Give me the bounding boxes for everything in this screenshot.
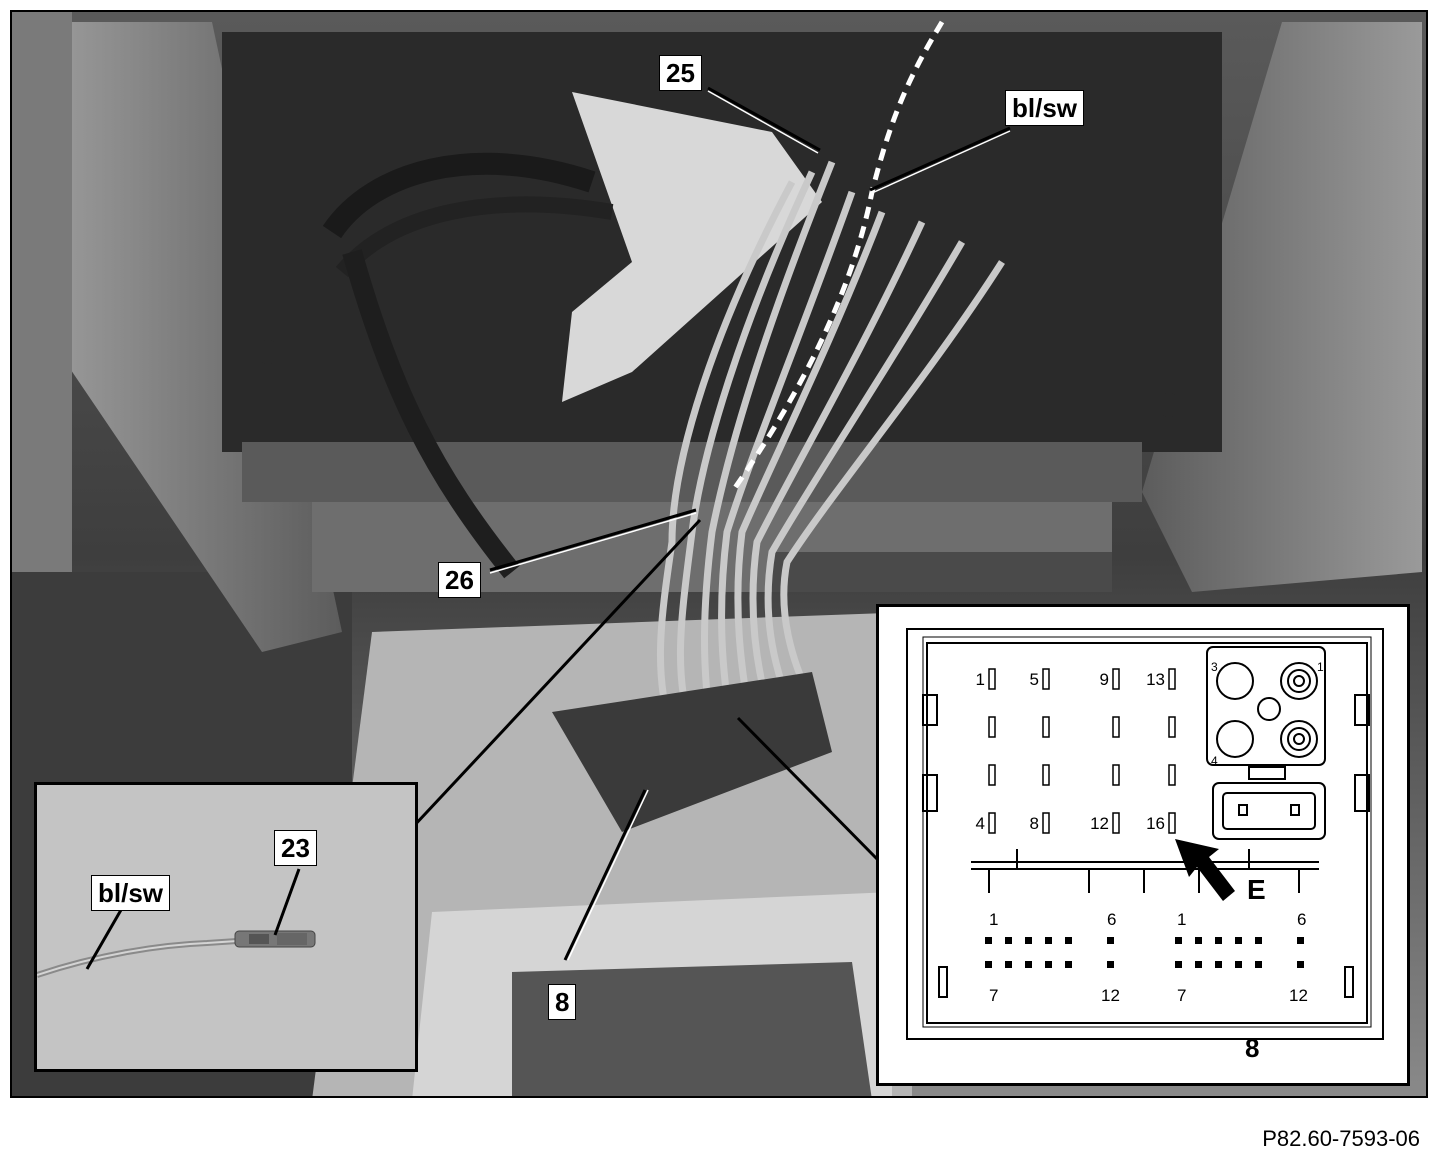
pin-label-4: 4 [976, 814, 985, 833]
label-8-connector: 8 [1245, 1033, 1260, 1063]
arrow-e-icon [1175, 839, 1235, 901]
pin-label-8: 8 [1030, 814, 1039, 833]
pin-label-9: 9 [1100, 670, 1109, 689]
block-left-bl: 7 [989, 986, 998, 1005]
block-right-tr: 6 [1297, 910, 1306, 929]
coax-label-3: 3 [1211, 660, 1218, 674]
block-right-br: 12 [1289, 986, 1308, 1005]
pin-label-5: 5 [1030, 670, 1039, 689]
label-8-main: 8 [548, 984, 577, 1020]
pin-slots [988, 668, 1176, 834]
coax-label-1: 1 [1317, 660, 1324, 674]
block-right-bl: 7 [1177, 986, 1186, 1005]
pin-label-16: 16 [1146, 814, 1165, 833]
label-E: E [1247, 874, 1266, 905]
pin-label-13: 13 [1146, 670, 1165, 689]
wire-23-illustration [37, 868, 316, 978]
pin-dots [985, 937, 1304, 968]
block-right-tl: 1 [1177, 910, 1186, 929]
connector-8-diagram: 1 5 9 13 4 8 12 16 1 6 7 12 1 6 7 12 3 1… [906, 628, 1384, 1040]
block-left-br: 12 [1101, 986, 1120, 1005]
label-26: 26 [438, 562, 481, 598]
pin-label-1: 1 [976, 670, 985, 689]
inset-wire-callout: 23 bl/sw [34, 782, 418, 1072]
reference-code: P82.60-7593-06 [1262, 1126, 1420, 1151]
block-left-tr: 6 [1107, 910, 1116, 929]
coax-block [1206, 646, 1326, 840]
label-blsw-inset: bl/sw [91, 875, 171, 911]
label-23: 23 [274, 830, 317, 866]
coax-label-4: 4 [1211, 754, 1218, 768]
label-25: 25 [659, 55, 702, 91]
label-blsw-top: bl/sw [1005, 90, 1085, 126]
pin-label-12: 12 [1090, 814, 1109, 833]
connector-pinout-callout: 1 5 9 13 4 8 12 16 1 6 7 12 1 6 7 12 3 1… [876, 604, 1410, 1086]
block-left-tl: 1 [989, 910, 998, 929]
